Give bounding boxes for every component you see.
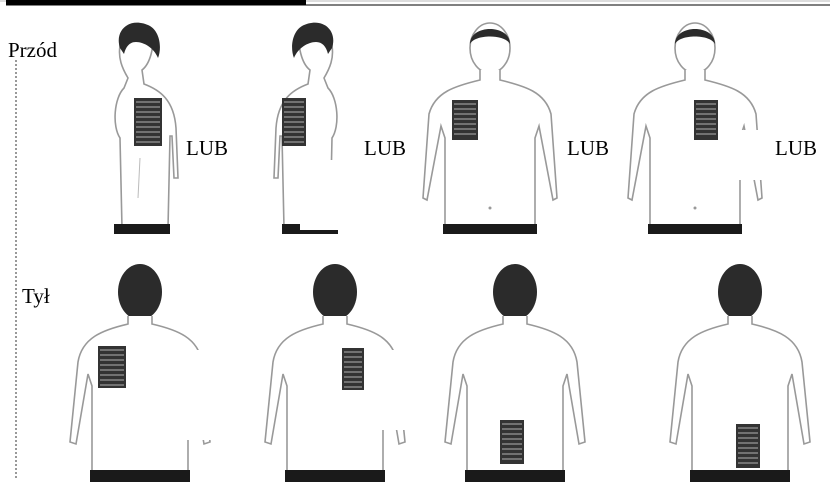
or-label: LUB (186, 136, 228, 160)
header-rule (0, 0, 830, 6)
mask (300, 160, 410, 230)
mask (590, 360, 670, 410)
patch-upper-back-right (342, 348, 364, 390)
patch-lower-back-left (500, 420, 524, 464)
or-label: LUB (364, 136, 406, 160)
front-view-figure (422, 22, 558, 234)
mask (182, 350, 282, 440)
mask (565, 160, 575, 170)
back-view-figure (669, 264, 811, 482)
or-label: LUB (567, 136, 609, 160)
patch-upper-arm (282, 98, 306, 146)
left-dotted-border (15, 60, 17, 480)
patch-left-chest (694, 100, 718, 140)
front-view-figure (627, 22, 763, 234)
patch-upper-back-left (98, 346, 126, 388)
front-label: Przód (8, 38, 57, 62)
mask (720, 130, 770, 180)
back-label: Tył (22, 284, 50, 308)
patch-right-chest (452, 100, 478, 140)
patch-lower-back-right (736, 424, 760, 468)
or-label: LUB (775, 136, 817, 160)
back-view-figure (264, 264, 406, 482)
mask (190, 172, 300, 242)
back-view-figure (444, 264, 586, 482)
patch-chest-side (134, 98, 162, 146)
